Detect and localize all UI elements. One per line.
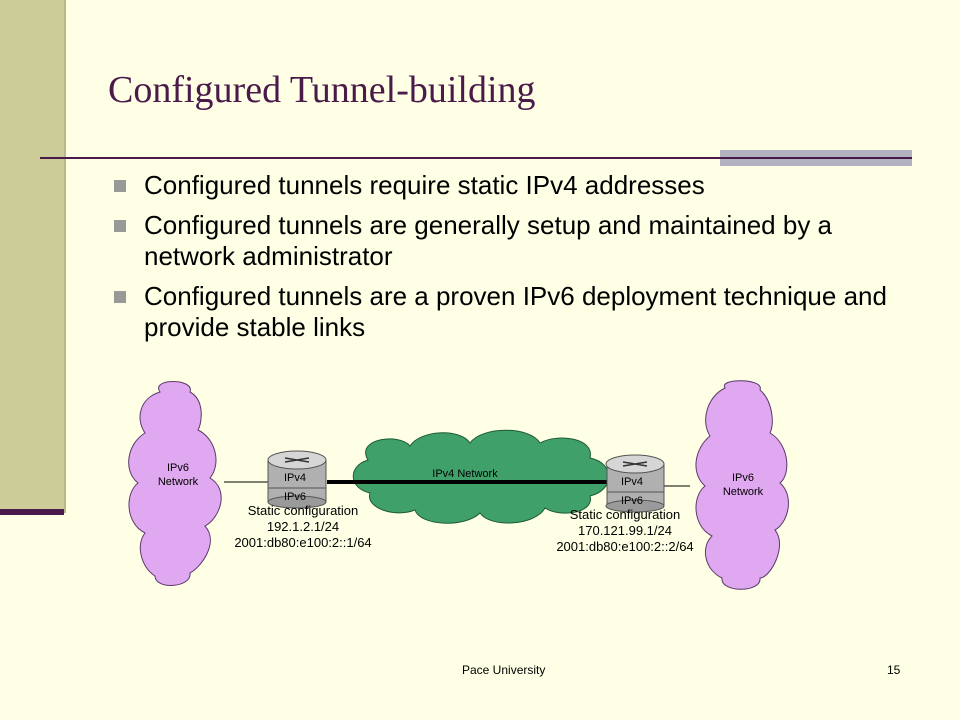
right-ipv6-cloud (695, 380, 789, 590)
left-router-bottom-label: IPv6 (284, 491, 306, 503)
bullet-text: Configured tunnels require static IPv4 a… (144, 170, 705, 200)
right-router-icon (605, 454, 665, 513)
side-bar (0, 0, 64, 513)
left-cloud-label-line1: IPv6 (167, 462, 189, 474)
left-router-icon (267, 450, 327, 509)
right-config-line3: 2001:db80:e100:2::2/64 (556, 539, 693, 554)
bullet-list: Configured tunnels require static IPv4 a… (110, 170, 910, 352)
slide-title: Configured Tunnel-building (108, 69, 536, 111)
ipv4-network-cloud (352, 429, 610, 524)
footer-text: Pace University (462, 663, 546, 677)
bullet-text: Configured tunnels are generally setup a… (144, 210, 833, 271)
right-router-top-label: IPv4 (621, 476, 643, 488)
bullet-item: Configured tunnels are a proven IPv6 dep… (110, 281, 910, 343)
left-config-line2: 192.1.2.1/24 (267, 519, 339, 534)
tunnel-diagram: IPv6 Network IPv6 Network IPv4 Network I… (128, 380, 789, 590)
page-number: 15 (887, 663, 901, 677)
title-rule (40, 157, 912, 159)
right-config-line2: 170.121.99.1/24 (578, 523, 672, 538)
left-router-top-label: IPv4 (284, 472, 306, 484)
title-rule-accent-lower (720, 159, 912, 166)
side-bar-foot (0, 509, 64, 515)
left-cloud-label-line2: Network (158, 476, 199, 488)
right-cloud-label-line2: Network (723, 486, 764, 498)
side-bar-edge (64, 0, 66, 513)
right-config-line1: Static configuration (570, 507, 681, 522)
left-ipv6-cloud (128, 381, 222, 586)
bullet-item: Configured tunnels require static IPv4 a… (110, 170, 910, 201)
bullet-text: Configured tunnels are a proven IPv6 dep… (144, 281, 887, 342)
title-rule-accent (720, 150, 912, 157)
square-bullet-icon (114, 180, 126, 192)
right-router-bottom-label: IPv6 (621, 495, 643, 507)
left-config-line1: Static configuration (248, 503, 359, 518)
ipv4-network-label: IPv4 Network (432, 468, 498, 480)
left-config-line3: 2001:db80:e100:2::1/64 (234, 535, 371, 550)
square-bullet-icon (114, 220, 126, 232)
square-bullet-icon (114, 291, 126, 303)
right-cloud-label-line1: IPv6 (732, 472, 754, 484)
bullet-item: Configured tunnels are generally setup a… (110, 210, 910, 272)
